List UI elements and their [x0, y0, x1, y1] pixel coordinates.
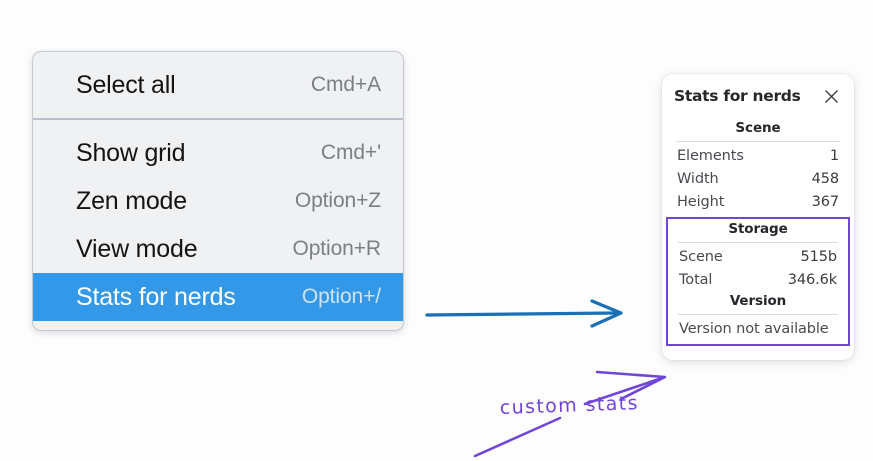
scene-heading: Scene — [735, 120, 781, 136]
menu-item-shortcut: Option+Z — [294, 189, 381, 212]
table-row: Width 458 — [674, 167, 842, 190]
menu-item-stats-for-nerds[interactable]: Stats for nerds Option+/ — [33, 273, 403, 321]
stat-value: 515b — [800, 248, 838, 265]
panel-header: Stats for nerds — [674, 87, 842, 105]
menu-item-zen-mode[interactable]: Zen mode Option+Z — [33, 177, 403, 225]
menu-item-shortcut: Cmd+' — [320, 141, 381, 164]
stats-for-nerds-panel: Stats for nerds Scene Elements 1 Width 4… — [662, 74, 854, 360]
menu-item-label: Stats for nerds — [76, 282, 236, 311]
custom-stats-highlight-box: Storage Scene 515b Total 346.6k Version … — [666, 217, 850, 346]
handwritten-annotation-label: custom stats — [499, 392, 639, 419]
menu-item-shortcut: Option+/ — [301, 285, 381, 308]
table-row: Scene 515b — [676, 245, 840, 268]
stat-value: 346.6k — [787, 271, 837, 288]
storage-section: Storage Scene 515b Total 346.6k — [676, 219, 840, 291]
stat-value: 1 — [829, 147, 839, 164]
stat-value: 367 — [811, 193, 839, 210]
blue-arrow-annotation — [425, 299, 623, 328]
stat-value: 458 — [811, 170, 839, 187]
menu-item-label: Zen mode — [76, 186, 187, 215]
menu-group-1: Select all Cmd+A — [33, 52, 403, 118]
menu-item-show-grid[interactable]: Show grid Cmd+' — [33, 129, 403, 177]
storage-heading: Storage — [728, 221, 788, 237]
stat-label: Height — [677, 193, 725, 210]
menu-item-view-mode[interactable]: View mode Option+R — [33, 225, 403, 273]
divider — [678, 242, 838, 243]
divider — [678, 314, 838, 315]
table-row: Total 346.6k — [676, 268, 840, 291]
table-row: Height 367 — [674, 190, 842, 213]
stat-label: Total — [679, 271, 713, 288]
page-title: Stats for nerds — [674, 87, 801, 105]
version-value: Version not available — [679, 321, 829, 337]
table-row: Elements 1 — [674, 144, 842, 167]
menu-item-label: View mode — [76, 234, 198, 263]
divider — [676, 141, 840, 142]
version-section: Version Version not available — [676, 291, 840, 341]
menu-item-shortcut: Option+R — [292, 237, 381, 260]
stat-label: Elements — [677, 147, 744, 164]
purple-arrow-annotation — [473, 370, 667, 458]
close-icon[interactable] — [823, 88, 840, 105]
menu-group-2: Show grid Cmd+' Zen mode Option+Z View m… — [33, 118, 403, 330]
menu-item-select-all[interactable]: Select all Cmd+A — [33, 61, 403, 109]
context-menu[interactable]: Select all Cmd+A Show grid Cmd+' Zen mod… — [32, 51, 404, 331]
scene-section: Scene Elements 1 Width 458 Height 367 — [674, 118, 842, 213]
menu-item-label: Show grid — [76, 138, 186, 167]
stat-label: Scene — [679, 248, 723, 265]
menu-item-label: Select all — [76, 70, 176, 99]
menu-item-shortcut: Cmd+A — [310, 73, 381, 96]
stat-label: Width — [677, 170, 719, 187]
version-heading: Version — [729, 293, 787, 309]
